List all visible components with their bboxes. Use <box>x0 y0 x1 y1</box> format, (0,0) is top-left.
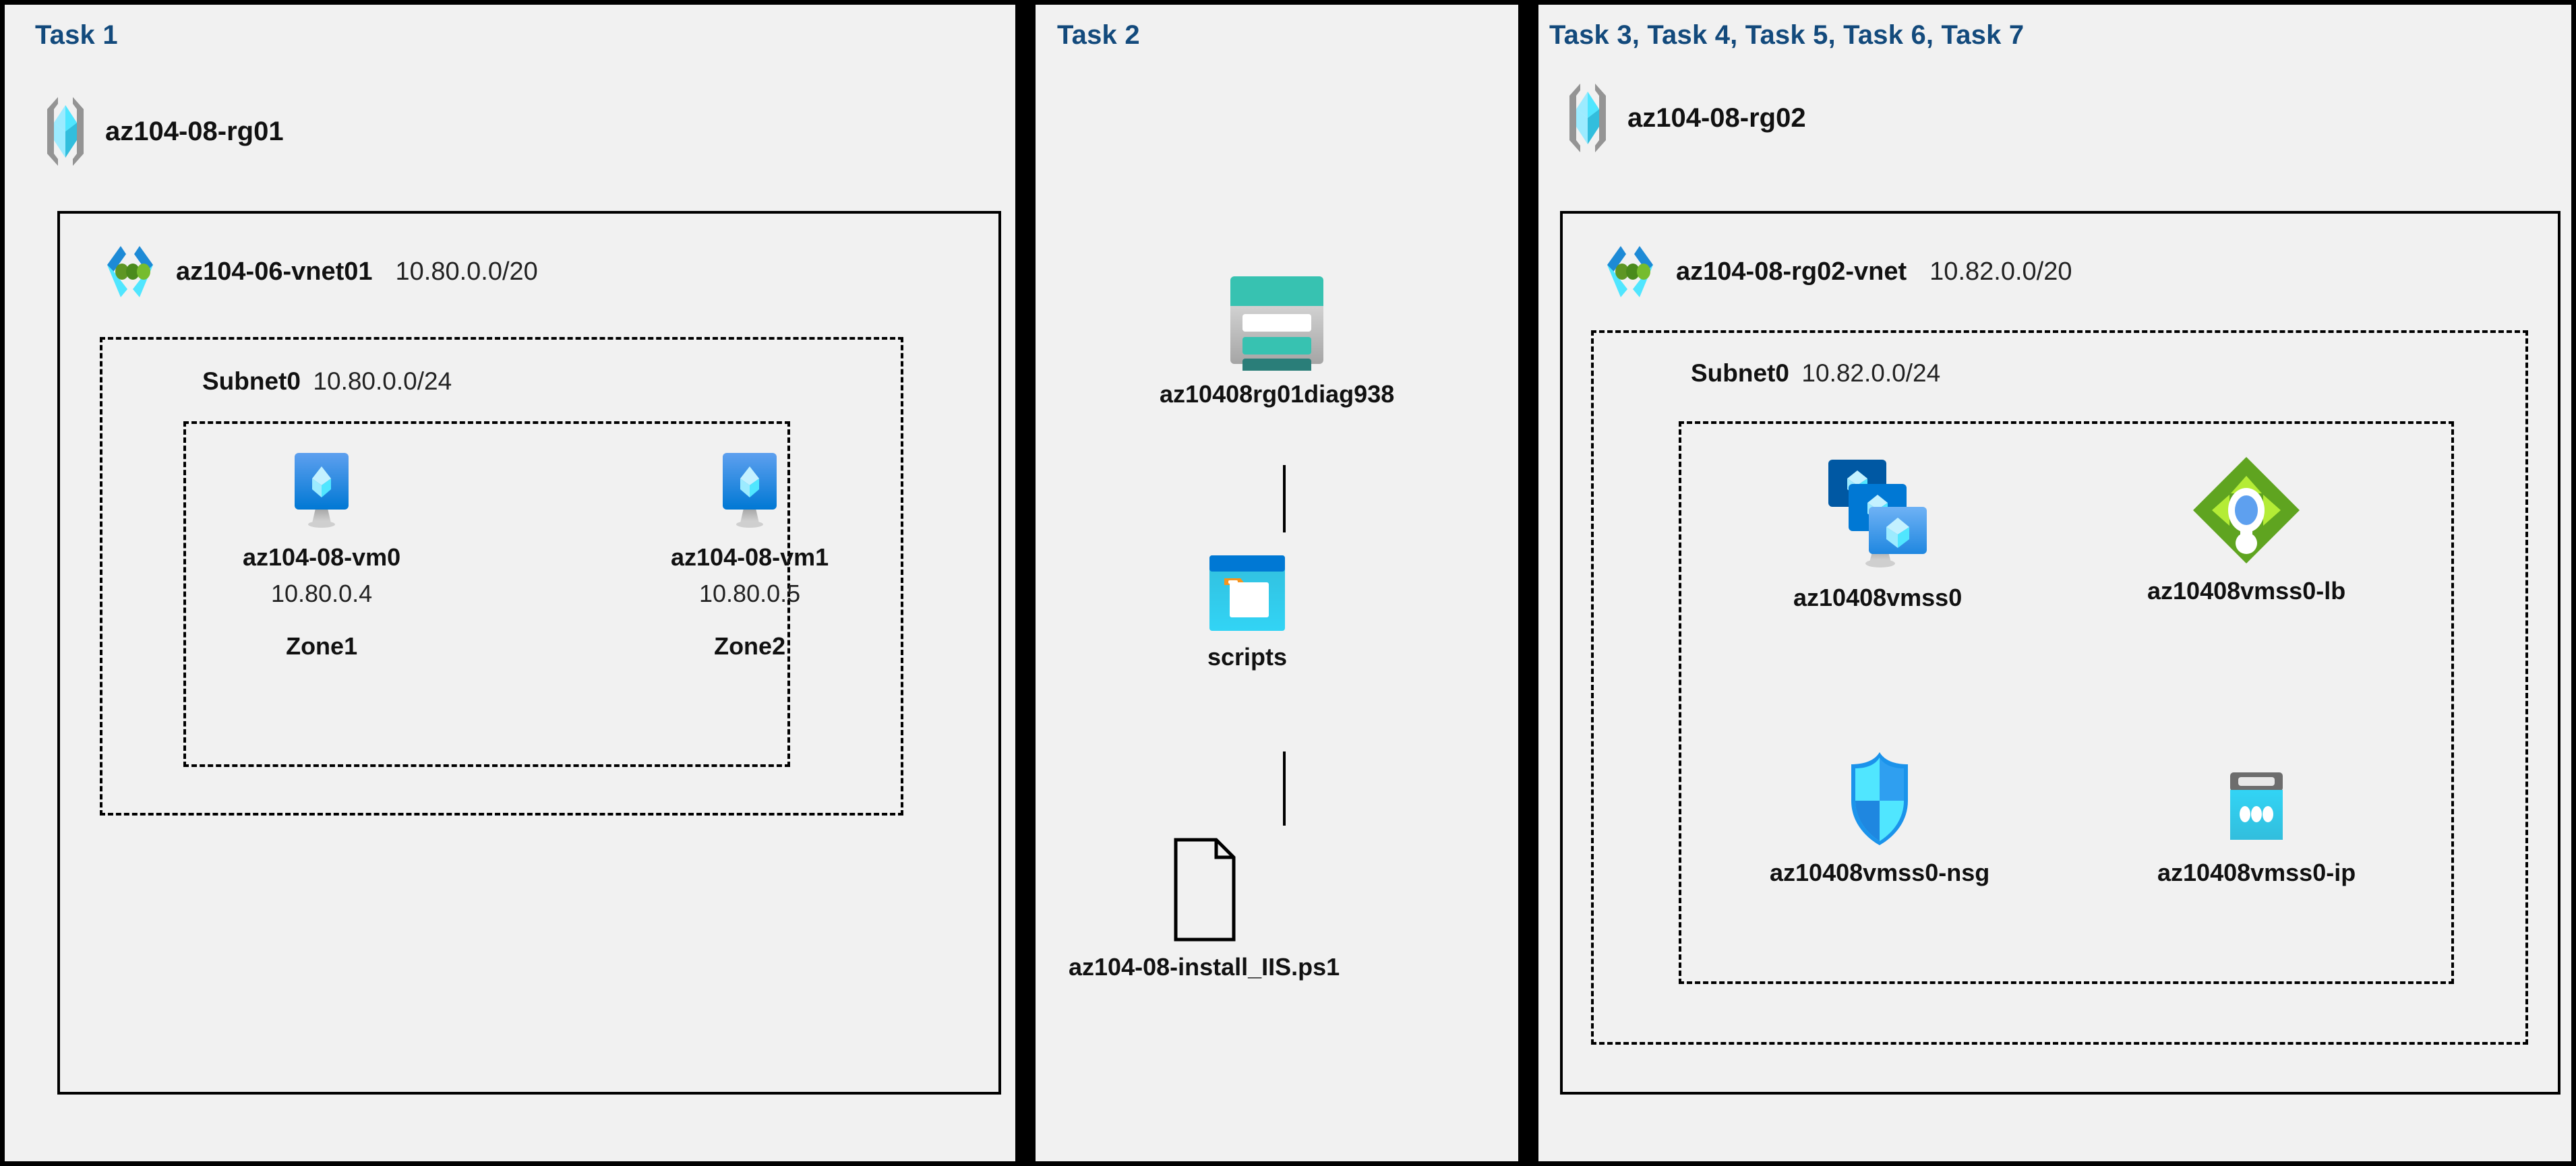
vm0-ip-label: 10.80.0.4 <box>271 580 373 607</box>
vm-scale-set-icon <box>1820 453 1935 574</box>
file-az104-08-install-iis-ps1[interactable]: az104-08-install_IIS.ps1 <box>1069 836 1340 981</box>
vnet1-name-label: az104-06-vnet01 <box>176 257 373 286</box>
resource-group-icon <box>1563 81 1613 155</box>
resource-group-rg01-label: az104-08-rg01 <box>105 116 284 146</box>
subnet2-name-label: Subnet0 <box>1691 359 1789 387</box>
subnet1-caption: Subnet0 10.80.0.0/24 <box>202 367 452 396</box>
nsg-label: az10408vmss0-nsg <box>1770 859 1990 886</box>
container-label: scripts <box>1207 643 1288 671</box>
column-separator-2 <box>1518 0 1538 1166</box>
vm0-name-label: az104-08-vm0 <box>243 543 401 571</box>
vnet1-cidr-label: 10.80.0.0/20 <box>395 257 538 286</box>
virtual-machine-icon <box>281 450 362 534</box>
subnet1-name-label: Subnet0 <box>202 367 301 395</box>
column-separator-1 <box>1015 0 1036 1166</box>
network-security-group-az10408vmss0-nsg[interactable]: az10408vmss0-nsg <box>1770 748 1989 887</box>
pip-label: az10408vmss0-ip <box>2157 859 2356 886</box>
vnet-az104-06-vnet01: az104-06-vnet01 10.80.0.0/20 <box>98 239 538 304</box>
vmss-label: az10408vmss0 <box>1793 584 1963 611</box>
frame-bottom-border <box>0 1161 2576 1166</box>
vm-az104-08-vm1[interactable]: az104-08-vm1 10.80.0.5 Zone2 <box>671 450 829 661</box>
storage-account-az10408rg01diag938[interactable]: az10408rg01diag938 <box>1160 270 1394 408</box>
load-balancer-icon <box>2189 453 2304 567</box>
network-security-group-icon <box>1839 748 1920 849</box>
file-icon <box>1164 836 1245 944</box>
virtual-network-icon <box>1598 239 1663 304</box>
load-balancer-az10408vmss0-lb[interactable]: az10408vmss0-lb <box>2147 453 2345 605</box>
resource-group-icon <box>40 94 90 168</box>
public-ip-address-icon <box>2219 768 2294 849</box>
lb-label: az10408vmss0-lb <box>2147 577 2346 605</box>
vm1-name-label: az104-08-vm1 <box>671 543 829 571</box>
vnet2-cidr-label: 10.82.0.0/20 <box>1929 257 2072 286</box>
file-label: az104-08-install_IIS.ps1 <box>1069 953 1340 981</box>
blob-container-scripts[interactable]: scripts <box>1207 553 1288 671</box>
subnet1-cidr-label: 10.80.0.0/24 <box>313 367 452 395</box>
subnet1-boundary <box>100 337 903 816</box>
blob-container-icon <box>1207 553 1288 634</box>
virtual-network-icon <box>98 239 162 304</box>
task-1-heading: Task 1 <box>35 20 118 50</box>
connector-storage-to-container <box>1283 465 1286 532</box>
availability-zone-boundary <box>183 421 790 767</box>
vm-scale-set-az10408vmss0[interactable]: az10408vmss0 <box>1793 453 1962 612</box>
connector-container-to-file <box>1283 751 1286 826</box>
vnet2-boundary <box>1560 211 2560 1095</box>
resource-group-rg01: az104-08-rg01 <box>40 94 284 168</box>
resource-group-rg02-label: az104-08-rg02 <box>1627 102 1806 133</box>
frame-left-border <box>0 0 5 1166</box>
storage-account-label: az10408rg01diag938 <box>1160 380 1395 408</box>
vnet2-name-label: az104-08-rg02-vnet <box>1676 257 1907 286</box>
vm1-zone-label: Zone2 <box>714 632 786 660</box>
subnet2-cidr-label: 10.82.0.0/24 <box>1801 359 1941 387</box>
frame-right-border <box>2571 0 2576 1166</box>
frame-top-border <box>0 0 2576 5</box>
resource-group-rg02: az104-08-rg02 <box>1563 81 1806 155</box>
vm-az104-08-vm0[interactable]: az104-08-vm0 10.80.0.4 Zone1 <box>243 450 400 661</box>
subnet2-caption: Subnet0 10.82.0.0/24 <box>1691 359 1940 388</box>
subnet2-boundary <box>1591 330 2528 1045</box>
vm0-zone-label: Zone1 <box>286 632 358 660</box>
vmss-resources-boundary <box>1679 421 2454 984</box>
storage-account-icon <box>1220 270 1334 371</box>
vm1-ip-label: 10.80.0.5 <box>699 580 801 607</box>
virtual-machine-icon <box>709 450 790 534</box>
vnet1-boundary <box>57 211 1001 1095</box>
task-2-heading: Task 2 <box>1057 20 1140 50</box>
public-ip-address-az10408vmss0-ip[interactable]: az10408vmss0-ip <box>2157 768 2356 887</box>
vnet-az104-08-rg02-vnet: az104-08-rg02-vnet 10.82.0.0/20 <box>1598 239 2072 304</box>
task-3-to-7-heading: Task 3, Task 4, Task 5, Task 6, Task 7 <box>1549 20 2025 50</box>
